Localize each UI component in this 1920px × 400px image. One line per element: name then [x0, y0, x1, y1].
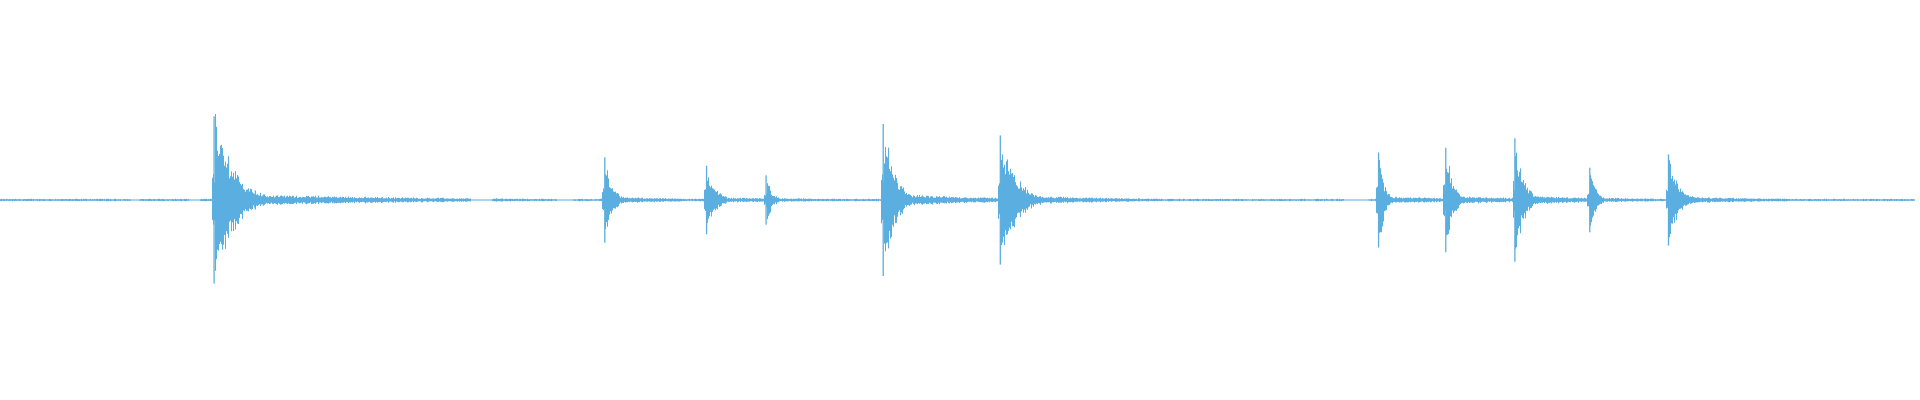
waveform-envelope — [0, 114, 1915, 271]
